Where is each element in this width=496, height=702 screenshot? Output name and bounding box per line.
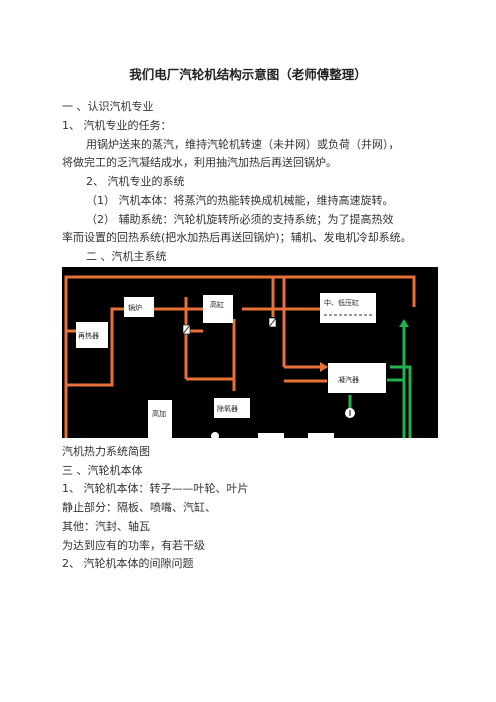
reheater-label: 再热器: [78, 331, 99, 340]
paragraph-line: 为达到应有的功率，有若干级: [62, 539, 205, 552]
hp-heater-box: [148, 400, 172, 438]
deaerator-label: 除氧器: [217, 404, 238, 413]
steam-lines: [64, 275, 416, 438]
arrow-icon: [320, 362, 328, 372]
section-heading-3: 三 、汽轮机本体: [62, 464, 143, 477]
section-heading-1: 一 、认识汽机专业: [62, 100, 154, 113]
paragraph-line: 其他：汽封、轴瓦: [62, 520, 150, 533]
thermal-system-diagram: 再热器 锅炉 高缸 中、低压缸 凝汽器 高加 除氧器: [62, 267, 438, 438]
ip-lp-cylinder-label: 中、低压缸: [324, 298, 359, 307]
section-heading-2: 二 、汽机主系统: [86, 250, 167, 263]
condenser-box: [328, 363, 386, 393]
hp-heater-label: 高加: [152, 409, 166, 418]
arrow-icon: [399, 319, 409, 327]
subheading-clearance: 2、 汽轮机本体的间隙问题: [62, 557, 194, 570]
condenser-label: 凝汽器: [338, 375, 359, 384]
boiler-box: [124, 297, 154, 317]
paragraph-line: （2） 辅助系统：汽轮机旋转所必须的支持系统；为了提高热效: [86, 213, 394, 226]
paragraph-line: 静止部分：隔板、喷嘴、汽缸、: [62, 501, 216, 514]
paragraph-line: 用锅炉送来的蒸汽，维持汽轮机转速（未并网）或负荷（并网），: [86, 138, 400, 151]
component-box: [258, 433, 284, 438]
reheater-box: [76, 322, 108, 348]
document-title: 我们电厂汽轮机结构示意图（老师傅整理）: [129, 67, 367, 82]
ip-lp-cylinder-box: [320, 293, 376, 323]
hp-cylinder-box: [203, 295, 233, 323]
hp-cylinder-label: 高缸: [210, 300, 224, 309]
paragraph-line: （1） 汽机本体：将蒸汽的热能转换成机械能，维持高速旋转。: [86, 194, 394, 207]
pump-icon: [211, 432, 219, 438]
deaerator-box: [214, 398, 250, 418]
subheading-systems: 2、 汽机专业的系统: [86, 175, 185, 188]
diagram-caption: 汽机热力系统简图: [62, 445, 150, 458]
paragraph-line: 率而设置的回热系统(把水加热后再送回锅炉)；辅机、发电机冷却系统。: [62, 231, 412, 244]
paragraph-line: 1、 汽轮机本体：转子——叶轮、叶片: [62, 482, 249, 495]
subheading-task: 1、 汽机专业的任务：: [62, 119, 172, 132]
boiler-label: 锅炉: [128, 303, 142, 312]
component-box: [308, 433, 334, 438]
paragraph-line: 将做完工的乏汽凝结成水，利用抽汽加热后再送回锅炉。: [62, 156, 337, 169]
